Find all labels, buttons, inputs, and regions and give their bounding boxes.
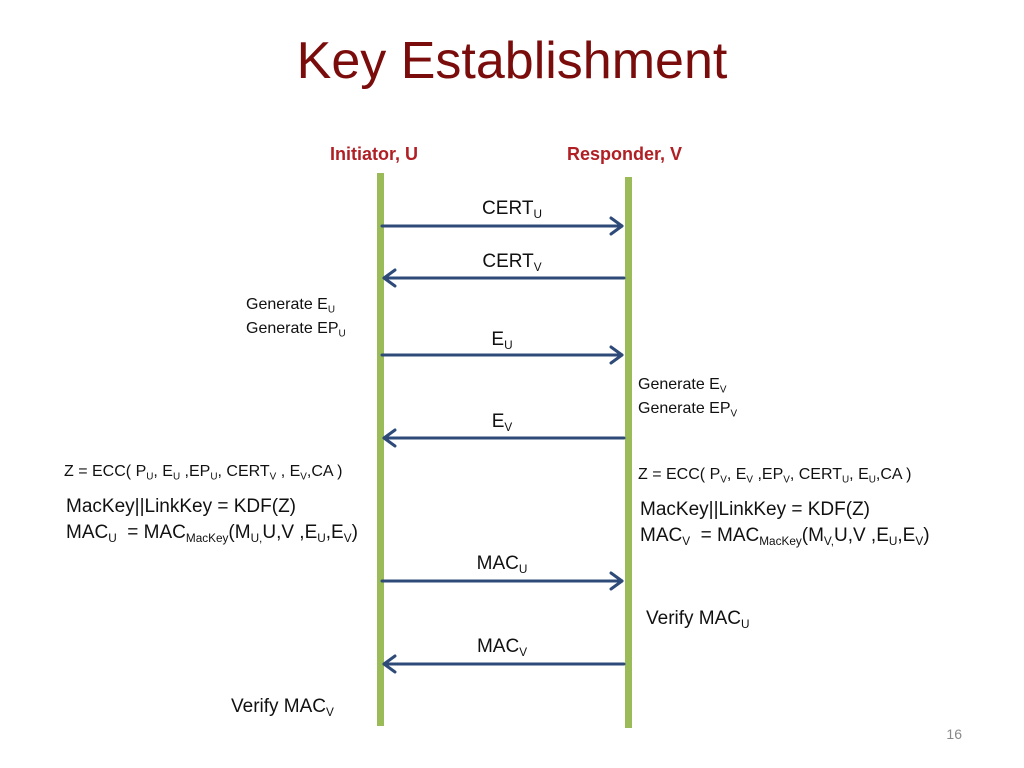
arrow-cert-v xyxy=(382,268,626,288)
responder-generate-ep: Generate EPV xyxy=(638,400,738,420)
initiator-generate-block: Generate EU Generate EPU xyxy=(246,293,346,341)
msg-label-e-u: EU xyxy=(491,329,513,353)
responder-lifeline xyxy=(625,177,632,728)
msg-label-mac-u: MACU xyxy=(476,553,528,577)
msg-label-cert-v: CERTV xyxy=(482,251,542,275)
initiator-generate-ep: Generate EPU xyxy=(246,320,346,340)
arrow-e-u xyxy=(380,345,624,365)
initiator-z-equation: Z = ECC( PU, EU ,EPU, CERTV , EV,CA ) xyxy=(64,463,343,483)
initiator-generate-e: Generate EU xyxy=(246,296,335,316)
msg-label-mac-v: MACV xyxy=(476,636,528,660)
initiator-lifeline xyxy=(377,173,384,726)
initiator-verify: Verify MACV xyxy=(231,696,334,720)
initiator-key-block: MacKey||LinkKey = KDF(Z) MACU = MACMacKe… xyxy=(66,494,358,546)
msg-label-cert-u: CERTU xyxy=(482,198,542,222)
responder-generate-block: Generate EV Generate EPV xyxy=(638,373,737,421)
responder-kdf: MacKey||LinkKey = KDF(Z) xyxy=(640,499,871,520)
initiator-kdf: MacKey||LinkKey = KDF(Z) xyxy=(66,496,297,517)
responder-generate-e: Generate EV xyxy=(638,376,727,396)
arrow-mac-u xyxy=(380,571,624,591)
responder-label: Responder, V xyxy=(567,144,683,164)
responder-key-block: MacKey||LinkKey = KDF(Z) MACV = MACMacKe… xyxy=(640,497,930,549)
page-number: 16 xyxy=(946,726,962,742)
arrow-e-v xyxy=(382,428,626,448)
initiator-label: Initiator, U xyxy=(330,144,419,164)
msg-label-e-v: EV xyxy=(491,411,513,435)
responder-mac: MACV = MACMacKey(MV,U,V ,EU,EV) xyxy=(640,525,930,549)
slide-title: Key Establishment xyxy=(296,32,728,90)
arrow-mac-v xyxy=(382,654,626,674)
responder-z-equation: Z = ECC( PV, EV ,EPV, CERTU, EU,CA ) xyxy=(638,466,912,486)
responder-verify: Verify MACU xyxy=(646,608,750,632)
initiator-mac: MACU = MACMacKey(MU,U,V ,EU,EV) xyxy=(66,522,358,546)
arrow-cert-u xyxy=(380,216,624,236)
